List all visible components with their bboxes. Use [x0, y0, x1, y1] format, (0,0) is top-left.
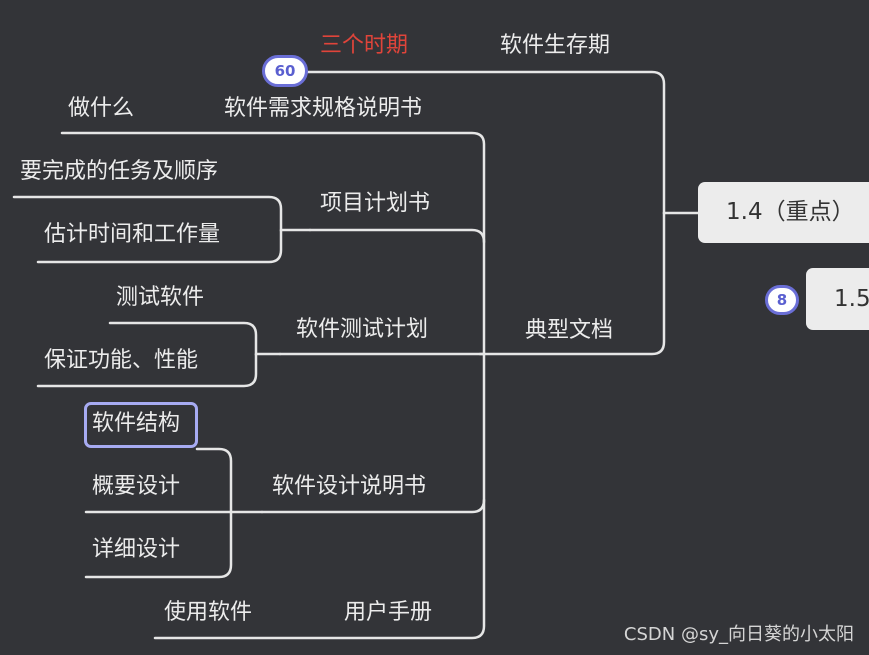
connector-test-kids [108, 321, 282, 356]
connector-documents [478, 211, 666, 356]
connector-test-kid2 [36, 352, 258, 388]
topic-ensure-function[interactable]: 保证功能、性能 [44, 348, 199, 373]
topic-test-software[interactable]: 测试软件 [116, 285, 205, 310]
connector-plan [308, 228, 486, 244]
connector-lifecycle [298, 70, 666, 215]
topic-project-plan[interactable]: 项目计划书 [320, 191, 431, 216]
connector-doc-trunk-down [153, 352, 486, 640]
collapsed-count-badge-60[interactable]: 60 [262, 55, 308, 87]
root-topic-label: 1.4（重点） [726, 199, 855, 225]
topic-lifecycle[interactable]: 软件生存期 [500, 33, 611, 58]
topic-user-manual[interactable]: 用户手册 [344, 600, 433, 625]
selection-highlight [84, 402, 198, 448]
connector-design-kid1 [195, 447, 233, 514]
connector-plan-kids [12, 195, 312, 232]
topic-software-structure[interactable]: 软件结构 [92, 411, 181, 436]
connector-design [260, 498, 486, 514]
topic-design-spec[interactable]: 软件设计说明书 [272, 474, 427, 499]
topic-requirements-spec[interactable]: 软件需求规格说明书 [224, 96, 423, 121]
root-topic-1-5[interactable]: 1.5 [806, 268, 869, 330]
topic-tasks-order[interactable]: 要完成的任务及顺序 [20, 159, 219, 184]
topic-typical-documents[interactable]: 典型文档 [525, 318, 614, 343]
topic-three-periods[interactable]: 三个时期 [320, 33, 409, 58]
topic-detailed-design[interactable]: 详细设计 [92, 537, 181, 562]
connector-plan-kid2 [36, 228, 283, 264]
root-topic-1-4[interactable]: 1.4（重点） [698, 182, 869, 243]
topic-estimate-time[interactable]: 估计时间和工作量 [44, 222, 221, 247]
topic-test-plan[interactable]: 软件测试计划 [296, 317, 429, 342]
topic-outline-design[interactable]: 概要设计 [92, 474, 181, 499]
topic-what-to-do[interactable]: 做什么 [68, 96, 135, 121]
root-topic-1-5-label: 1.5 [834, 286, 869, 312]
collapsed-count-badge-1-5[interactable]: 8 [765, 285, 799, 315]
connector-doc-trunk-up [60, 131, 486, 356]
watermark: CSDN @sy_向日葵的小太阳 [623, 624, 854, 645]
connector-design-kid3 [84, 510, 233, 579]
topic-use-software[interactable]: 使用软件 [164, 600, 253, 625]
